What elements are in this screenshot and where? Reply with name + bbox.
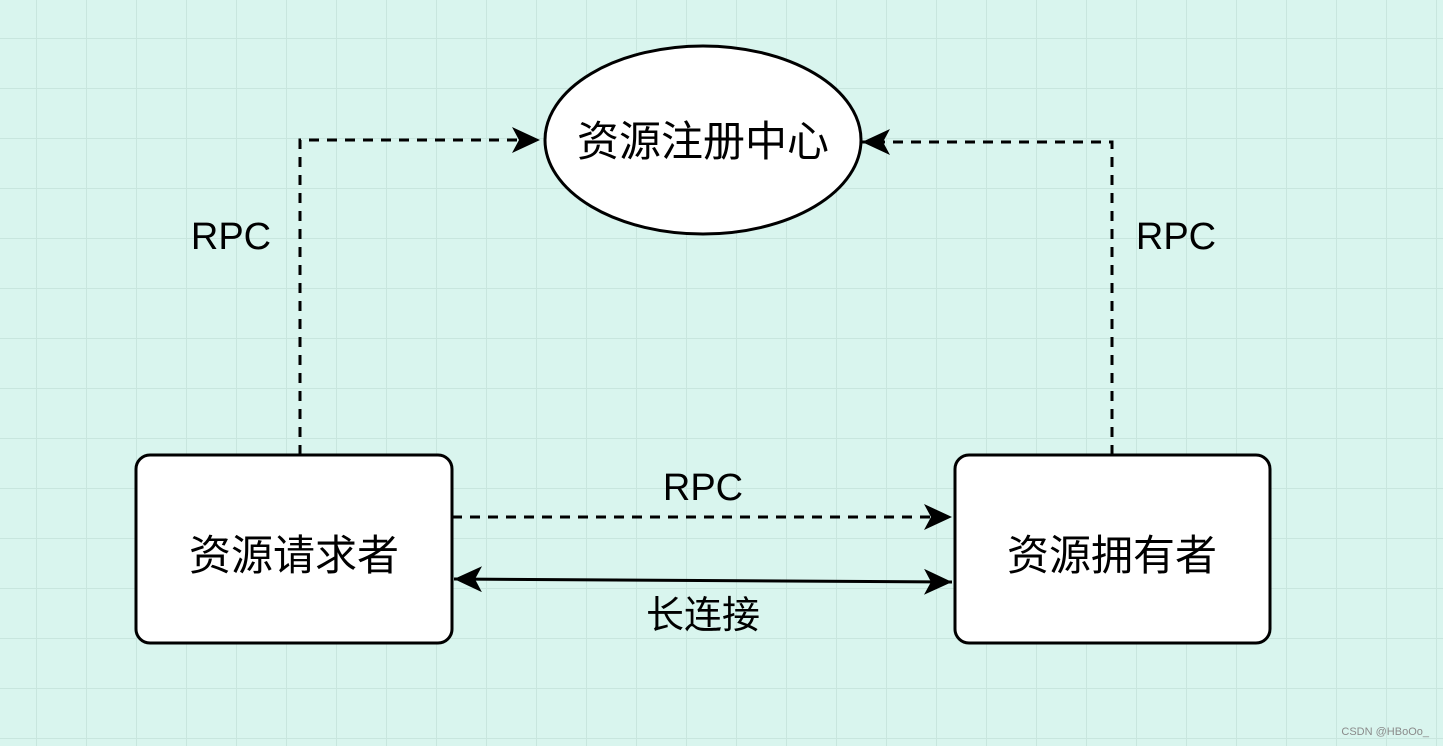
watermark: CSDN @HBoOo_: [1341, 726, 1429, 738]
node-requester: 资源请求者: [134, 453, 454, 645]
node-requester-label: 资源请求者: [189, 531, 399, 580]
node-registry-label: 资源注册中心: [577, 117, 829, 166]
edge-label-requester-registry: RPC: [191, 216, 271, 258]
edge-long-connection: [453, 566, 953, 595]
edge-requester-to-registry: [298, 127, 540, 455]
edge-label-requester-owner: RPC: [663, 467, 743, 509]
node-registry: 资源注册中心: [543, 44, 863, 236]
edge-label-long-connection: 长连接: [646, 593, 760, 637]
edge-label-owner-registry: RPC: [1136, 216, 1216, 258]
node-owner-label: 资源拥有者: [1007, 531, 1217, 580]
node-owner: 资源拥有者: [953, 453, 1272, 645]
edge-owner-to-registry: [862, 129, 1114, 455]
